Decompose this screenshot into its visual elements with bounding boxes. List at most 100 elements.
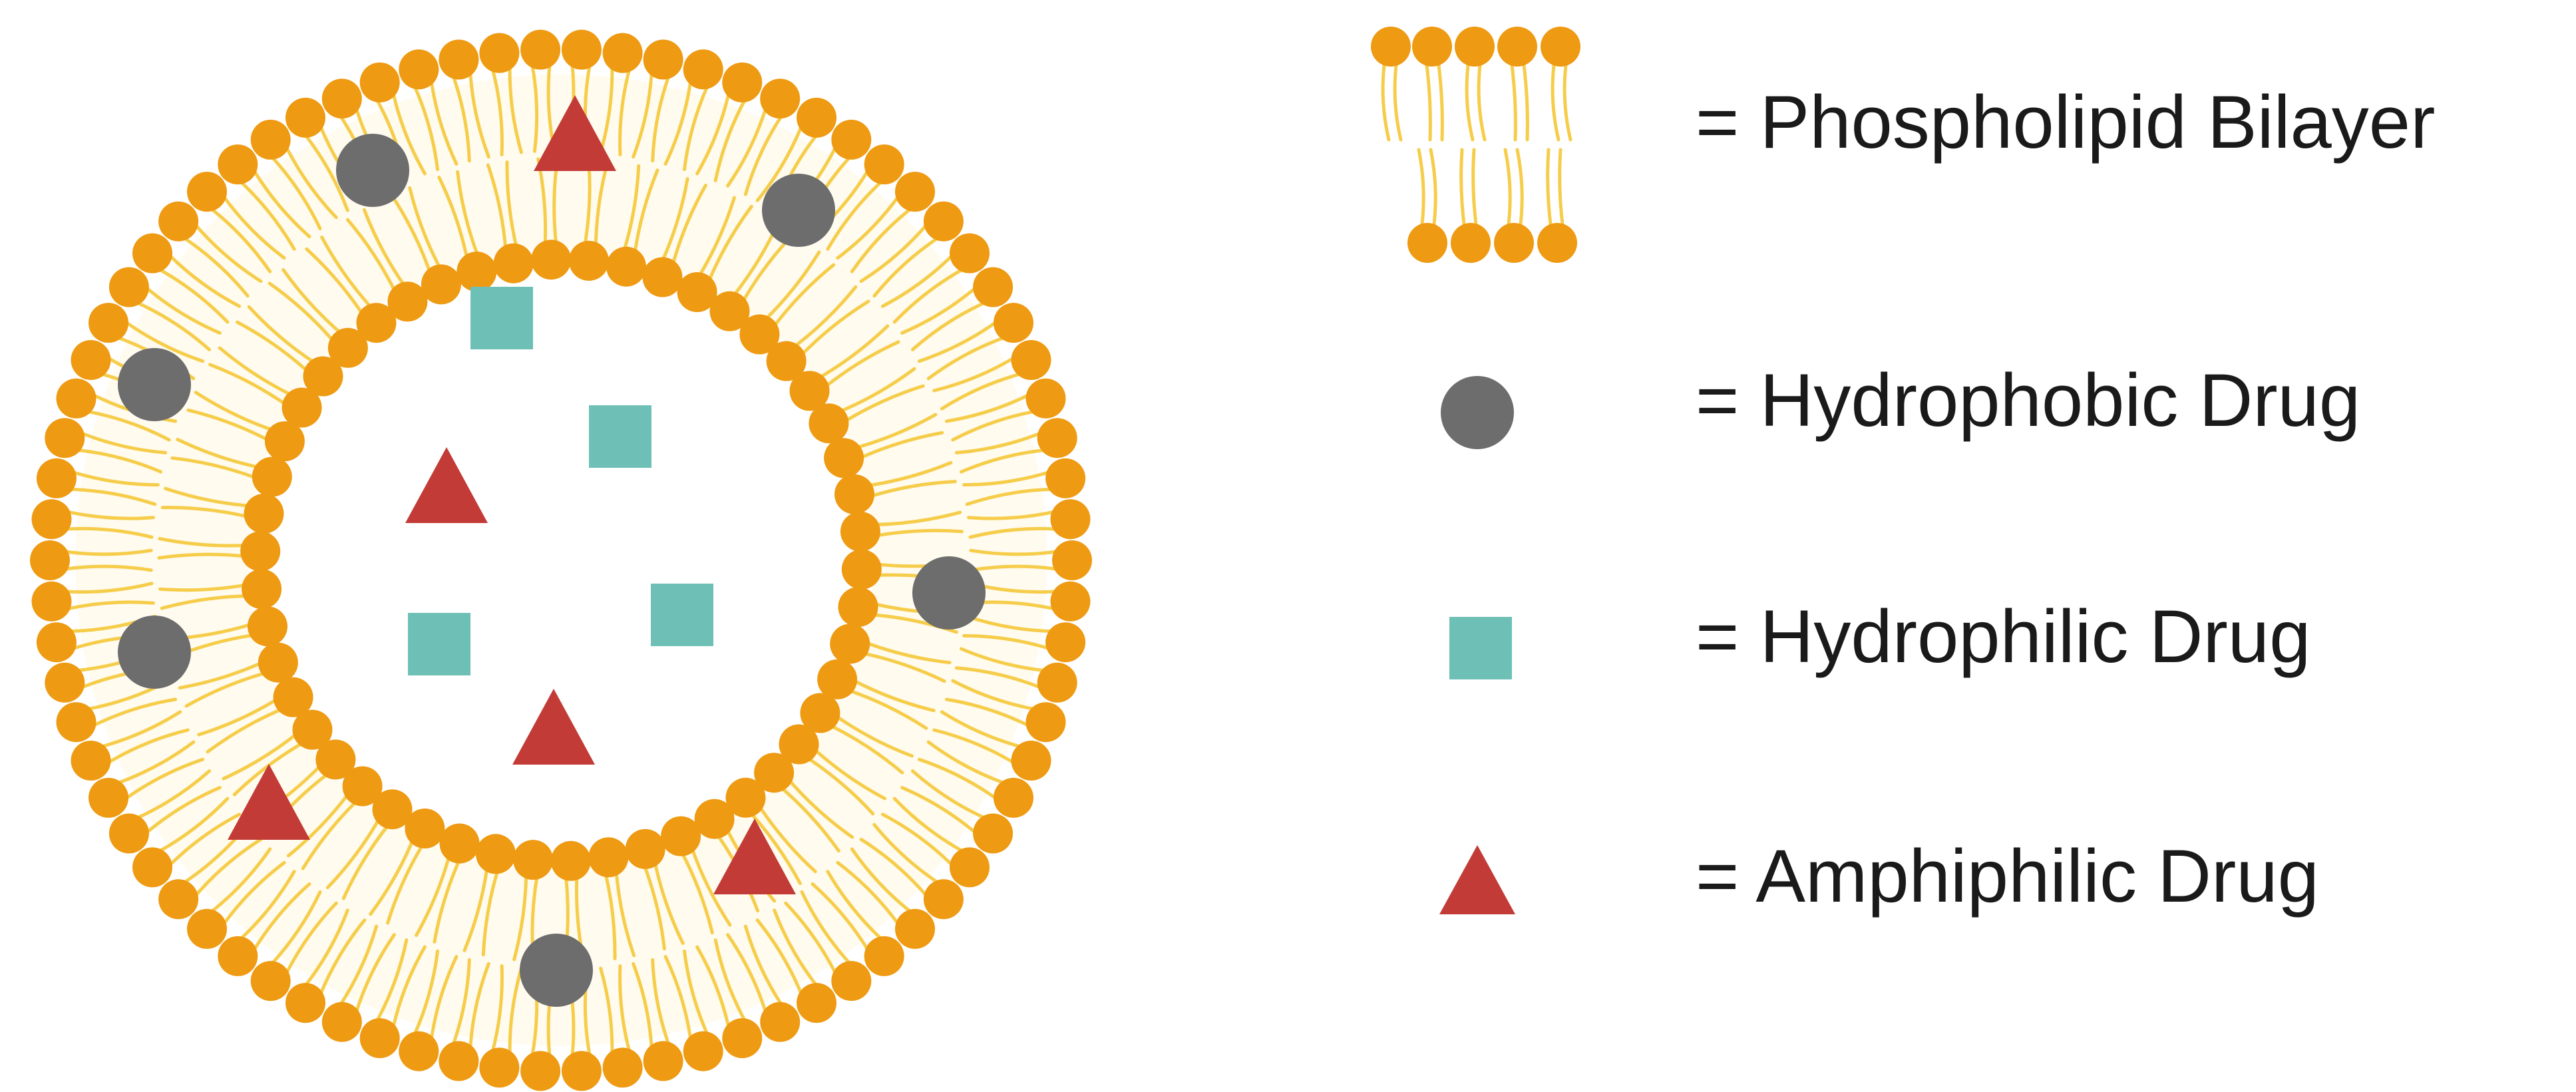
- legend-label-hydrophilic-drug: = Hydrophilic Drug: [1696, 595, 2310, 678]
- lipid-tail: [679, 848, 714, 935]
- lipid-tail: [158, 536, 249, 548]
- lipid-tail: [900, 786, 979, 836]
- lipid-tail: [156, 797, 230, 854]
- lipid-tail: [122, 757, 205, 801]
- lipid-tail: [968, 526, 1059, 539]
- lipid-head: [31, 499, 72, 540]
- lipid-tail: [859, 651, 946, 683]
- lipid-tail: [960, 448, 1048, 474]
- lipid-tail: [845, 688, 928, 730]
- lipid-tail: [166, 813, 242, 868]
- lipid-head: [1025, 702, 1066, 743]
- lipid-tail: [286, 791, 351, 858]
- lipid-head: [457, 252, 497, 292]
- lipid-head: [158, 879, 199, 920]
- lipid-head: [56, 702, 96, 743]
- lipid-head: [285, 97, 325, 138]
- lipid-tail: [1429, 148, 1437, 232]
- lipid-tail: [599, 966, 614, 1057]
- lipid-tail: [633, 168, 659, 257]
- lipid-head: [950, 233, 990, 273]
- lipid-tail: [134, 300, 212, 351]
- lipid-tail: [969, 548, 1061, 556]
- lipid-head: [1045, 622, 1086, 663]
- lipid-head: [606, 246, 646, 287]
- lipid-head: [520, 29, 561, 70]
- lipid-tail: [437, 176, 469, 262]
- lipid-tail: [408, 186, 443, 272]
- lipid-tail: [599, 63, 614, 154]
- lipid-head: [218, 144, 258, 185]
- lipid-tail: [603, 869, 617, 960]
- lipid-head: [1025, 378, 1066, 419]
- hydrophilic-drug: [470, 287, 533, 349]
- lipid-tail: [238, 178, 296, 251]
- lipid-tail: [695, 945, 731, 1031]
- lipid-head: [273, 677, 313, 717]
- lipid-tail: [170, 456, 260, 480]
- lipid-tail: [663, 955, 693, 1043]
- lipid-tail: [490, 964, 504, 1055]
- lipid-tail: [622, 164, 641, 254]
- lipid-tail: [222, 731, 300, 781]
- lipid-tail: [1515, 148, 1524, 232]
- lipid-tail: [771, 263, 836, 330]
- lipid-head: [258, 642, 298, 683]
- lipid-head: [244, 493, 284, 534]
- hydrophobic-drug: [520, 934, 593, 1007]
- lipid-tail: [726, 933, 768, 1015]
- lipid-head: [800, 693, 840, 733]
- lipid-tail: [208, 206, 272, 273]
- lipid-tail: [221, 193, 286, 260]
- lipid-tail: [1521, 58, 1529, 142]
- lipid-head: [252, 456, 292, 497]
- lipid-tail: [944, 697, 1032, 729]
- lipid-tail: [632, 962, 653, 1051]
- lipid-tail: [757, 803, 817, 874]
- lipid-head: [356, 303, 397, 343]
- lipid-tail: [944, 392, 1032, 423]
- lipid-tail: [892, 797, 966, 854]
- lipid-tail: [269, 154, 322, 231]
- lipid-head: [1052, 540, 1092, 580]
- lipid-tail: [206, 706, 286, 754]
- lipid-tail: [61, 564, 153, 572]
- lipid-tail: [862, 640, 952, 665]
- lipid-tail: [695, 90, 731, 176]
- lipid-tail: [468, 962, 490, 1051]
- lipid-head: [817, 659, 858, 699]
- lipid-tail: [747, 810, 802, 885]
- lipid-tail: [160, 594, 251, 610]
- lipid-head: [531, 240, 572, 280]
- lipid-head: [950, 847, 990, 888]
- lipid-tail: [791, 285, 858, 350]
- lipid-head: [108, 267, 149, 307]
- lipid-tail: [856, 431, 944, 460]
- lipid-tail: [880, 813, 956, 868]
- lipid-tail: [743, 112, 785, 196]
- lipid-tail: [74, 448, 162, 474]
- lipid-head: [1407, 223, 1447, 263]
- hydrophobic-drug: [118, 348, 191, 421]
- lipid-tail: [251, 167, 311, 239]
- lipid-tail: [362, 208, 407, 289]
- hydrophobic-drug: [762, 174, 835, 247]
- lipid-head: [602, 1047, 643, 1088]
- lipid-tail: [451, 958, 471, 1048]
- lipid-head: [493, 243, 534, 283]
- lipid-head: [838, 587, 878, 628]
- lipid-head: [399, 1031, 439, 1071]
- lipid-tail: [302, 908, 349, 989]
- lipid-tail: [965, 614, 1055, 634]
- lipid-tail: [1503, 148, 1512, 232]
- lipid-tail: [651, 73, 671, 163]
- lipid-tail: [341, 822, 391, 900]
- lipid-tail: [143, 285, 222, 335]
- lipid-tail: [268, 281, 337, 345]
- lipid-head: [359, 62, 400, 102]
- amphiphilic-drug: [512, 689, 595, 765]
- lipid-head: [187, 908, 227, 949]
- lipid-tail: [318, 918, 367, 998]
- lipid-head: [281, 387, 322, 428]
